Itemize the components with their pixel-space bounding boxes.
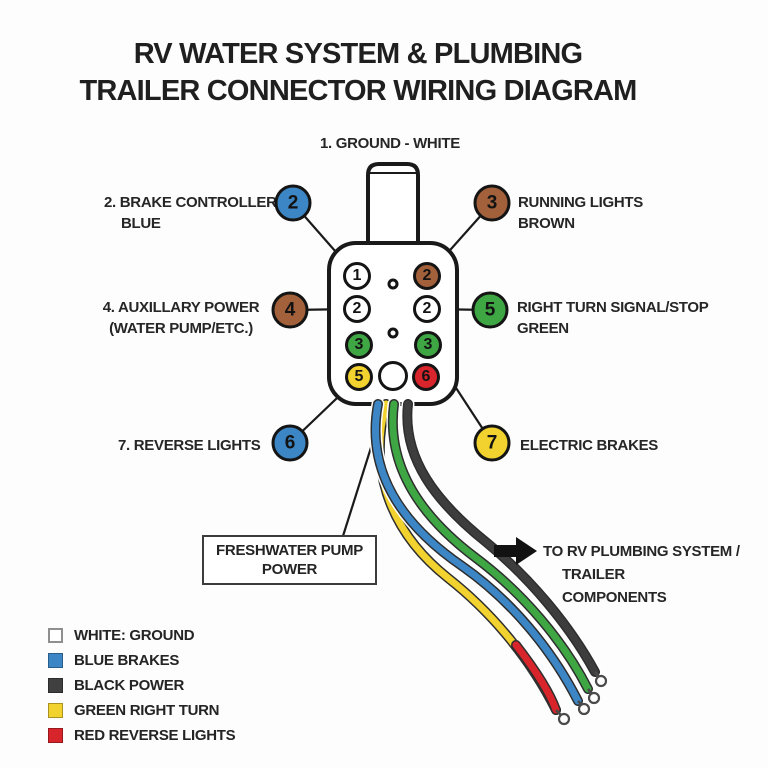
black-wire xyxy=(400,397,602,679)
callout-circle-running: 3 xyxy=(473,184,511,222)
legend-row-yellow: GREEN RIGHT TURN xyxy=(48,702,235,719)
pin-6-red: 6 xyxy=(412,363,440,391)
callout-circle-electric: 7 xyxy=(473,424,511,462)
flow-note-line2: TRAILER xyxy=(562,566,625,583)
white-swatch xyxy=(48,628,63,643)
callout-circle-brake: 2 xyxy=(274,184,312,222)
brake-controller-label: 2. BRAKE CONTROLLER BLUE xyxy=(104,194,277,232)
pin-2-left: 2 xyxy=(343,295,371,323)
blue-swatch xyxy=(48,653,63,668)
ring-terminal-icon xyxy=(594,674,608,688)
pin-3-right: 3 xyxy=(414,331,442,359)
red-swatch xyxy=(48,728,63,743)
ring-terminal-icon xyxy=(587,691,601,705)
auxillary-power-label: 4. AUXILLARY POWER (WATER PUMP/ETC.) xyxy=(102,299,260,337)
pin-5-yellow: 5 xyxy=(345,363,373,391)
flow-note-line1: TO RV PLUMBING SYSTEM / xyxy=(543,543,740,560)
pin-2-right: 2 xyxy=(413,295,441,323)
callout-circle-reverse: 6 xyxy=(271,424,309,462)
blue-wire xyxy=(369,397,585,708)
ring-terminals xyxy=(555,671,608,726)
legend-row-black: BLACK POWER xyxy=(48,677,235,694)
flow-arrow-icon xyxy=(494,537,537,565)
reverse-lights-label: 7. REVERSE LIGHTS xyxy=(118,437,261,454)
index-dot-top xyxy=(387,278,399,290)
page-title-line1: RV WATER SYSTEM & PLUMBING xyxy=(133,38,583,70)
legend-row-white: WHITE: GROUND xyxy=(48,627,235,644)
pump-power-socket xyxy=(378,361,408,391)
right-turn-label: RIGHT TURN SIGNAL/STOP GREEN xyxy=(517,299,709,337)
ring-terminal-icon xyxy=(557,712,571,726)
callout-circle-aux: 4 xyxy=(271,291,309,329)
legend-row-blue: BLUE BRAKES xyxy=(48,652,235,669)
pin-1: 1 xyxy=(343,262,371,290)
ring-terminal-icon xyxy=(577,702,591,716)
pin-3-left: 3 xyxy=(345,331,373,359)
flow-note-line3: COMPONENTS xyxy=(562,589,667,606)
electric-brakes-label: ELECTRIC BRAKES xyxy=(520,437,659,454)
connector-tab xyxy=(366,162,420,247)
page-title-line2: TRAILER CONNECTOR WIRING DIAGRAM xyxy=(79,75,637,107)
running-lights-label: RUNNING LIGHTS BROWN xyxy=(518,194,643,232)
callout-circle-rightturn: 5 xyxy=(471,291,509,329)
pin-2-brown: 2 xyxy=(413,262,441,290)
ground-label: 1. GROUND - WHITE xyxy=(320,135,460,152)
wire-bundle xyxy=(369,397,602,717)
yellow-swatch xyxy=(48,703,63,718)
black-swatch xyxy=(48,678,63,693)
red-wire-tip xyxy=(511,640,561,715)
freshwater-pump-box: FRESHWATER PUMP POWER xyxy=(202,535,377,585)
index-dot-middle xyxy=(387,327,399,339)
page-title: RV WATER SYSTEM & PLUMBING TRAILER CONNE… xyxy=(24,36,692,110)
legend-row-red: RED REVERSE LIGHTS xyxy=(48,727,236,744)
green-wire xyxy=(386,397,595,696)
legend: WHITE: GROUND BLUE BRAKES BLACK POWER GR… xyxy=(48,627,236,753)
